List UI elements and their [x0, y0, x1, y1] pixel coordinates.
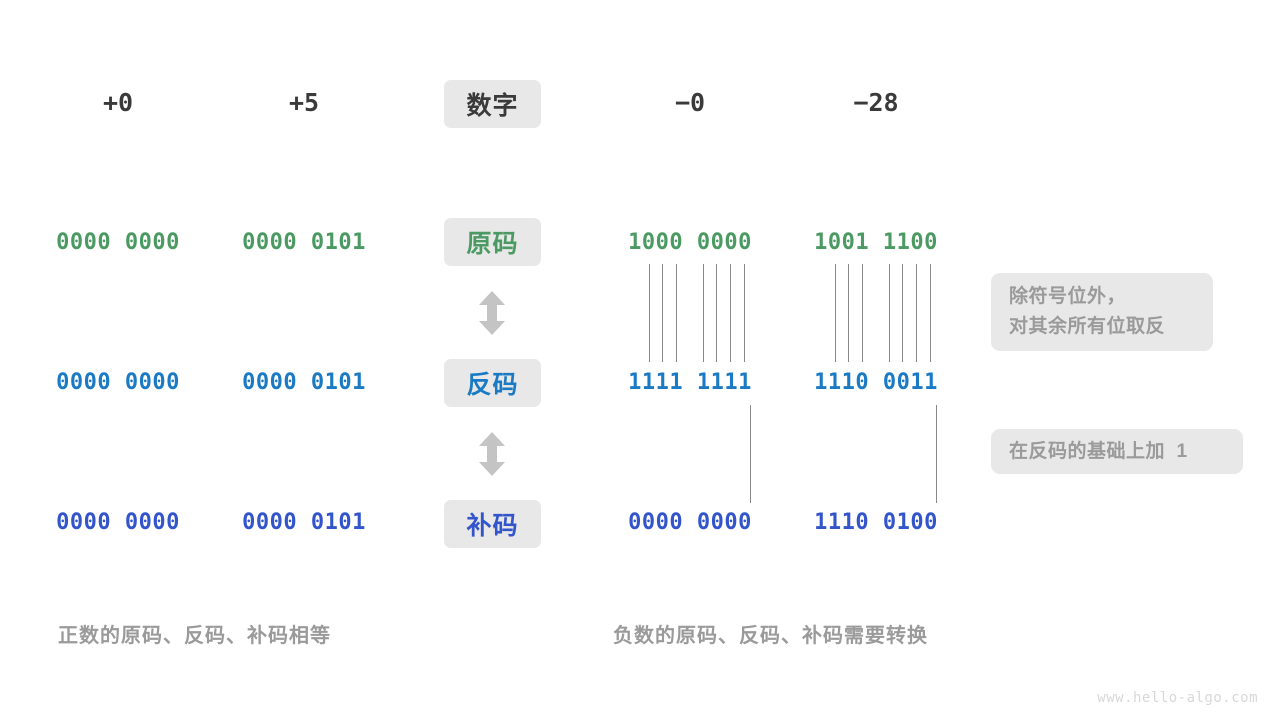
carry-connector — [936, 405, 937, 503]
chip-row-twos-complement: 补码 — [444, 500, 541, 548]
bit-connector — [916, 264, 917, 362]
row-ones-complement-left-value-1: 0000 0101 — [242, 370, 366, 395]
header-value-plus-zero: +0 — [102, 88, 134, 117]
row-ones-complement-right-value-0: 1111 1111 — [628, 370, 752, 395]
carry-connector — [750, 405, 751, 503]
bit-connector — [848, 264, 849, 362]
bit-connector — [716, 264, 717, 362]
double-arrow-vertical-icon-original-to-ones — [475, 290, 509, 336]
row-twos-complement-right-value-0: 0000 0000 — [628, 510, 752, 535]
caption-negative: 负数的原码、反码、补码需要转换 — [613, 625, 928, 647]
note-invert-non-sign-bits: 除符号位外， 对其余所有位取反 — [991, 273, 1213, 351]
caption-positive: 正数的原码、反码、补码相等 — [58, 625, 331, 647]
chip-header-number: 数字 — [444, 80, 541, 128]
bit-connector — [649, 264, 650, 362]
row-original-left-value-1: 0000 0101 — [242, 230, 366, 255]
double-arrow-vertical-icon-ones-to-twos — [475, 431, 509, 477]
bit-connector — [676, 264, 677, 362]
note-add-one: 在反码的基础上加 1 — [991, 429, 1243, 474]
bit-connector — [862, 264, 863, 362]
chip-row-ones-complement: 反码 — [444, 359, 541, 407]
bit-connector — [662, 264, 663, 362]
bit-connector — [902, 264, 903, 362]
watermark: www.hello-algo.com — [1097, 690, 1258, 706]
bit-connector — [703, 264, 704, 362]
row-twos-complement-right-value-1: 1110 0100 — [814, 510, 938, 535]
row-twos-complement-left-value-1: 0000 0101 — [242, 510, 366, 535]
note-line: 除符号位外， — [1009, 286, 1127, 307]
row-original-left-value-0: 0000 0000 — [56, 230, 180, 255]
bit-connector — [930, 264, 931, 362]
row-ones-complement-left-value-0: 0000 0000 — [56, 370, 180, 395]
note-line: 在反码的基础上加 1 — [1009, 440, 1188, 462]
bit-connector — [730, 264, 731, 362]
bit-connector — [744, 264, 745, 362]
bit-connector — [835, 264, 836, 362]
row-original-right-value-1: 1001 1100 — [814, 230, 938, 255]
chip-row-original: 原码 — [444, 218, 541, 266]
header-value-minus-twentyeight: −28 — [853, 88, 899, 117]
row-original-right-value-0: 1000 0000 — [628, 230, 752, 255]
row-twos-complement-left-value-0: 0000 0000 — [56, 510, 180, 535]
header-value-plus-five: +5 — [288, 88, 320, 117]
note-line: 对其余所有位取反 — [1009, 316, 1166, 337]
bit-connector — [889, 264, 890, 362]
header-value-minus-zero: −0 — [674, 88, 706, 117]
row-ones-complement-right-value-1: 1110 0011 — [814, 370, 938, 395]
